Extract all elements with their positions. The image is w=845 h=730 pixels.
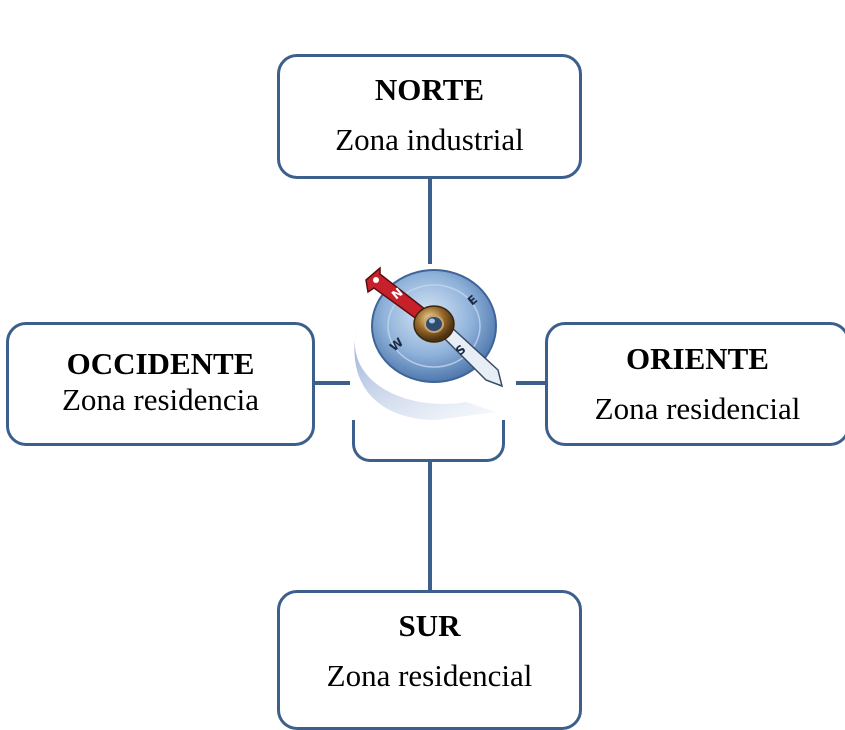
east-box: ORIENTE Zona residencial <box>545 322 845 446</box>
west-title: OCCIDENTE <box>66 346 255 381</box>
north-title: NORTE <box>374 72 485 107</box>
west-box: OCCIDENTE Zona residencia <box>6 322 315 446</box>
north-box: NORTE Zona industrial <box>277 54 582 179</box>
connector-north <box>428 178 432 264</box>
south-box: SUR Zona residencial <box>277 590 582 730</box>
west-subtitle: Zona residencia <box>61 382 260 417</box>
east-subtitle: Zona residencial <box>594 391 801 426</box>
south-title: SUR <box>398 608 461 643</box>
south-subtitle: Zona residencial <box>326 658 533 693</box>
connector-south <box>428 460 432 591</box>
connector-west <box>314 381 350 385</box>
center-frame <box>352 420 505 462</box>
east-title: ORIENTE <box>626 341 769 376</box>
connector-east <box>516 381 546 385</box>
compass-icon: N E S W <box>354 266 504 420</box>
north-subtitle: Zona industrial <box>335 122 524 157</box>
